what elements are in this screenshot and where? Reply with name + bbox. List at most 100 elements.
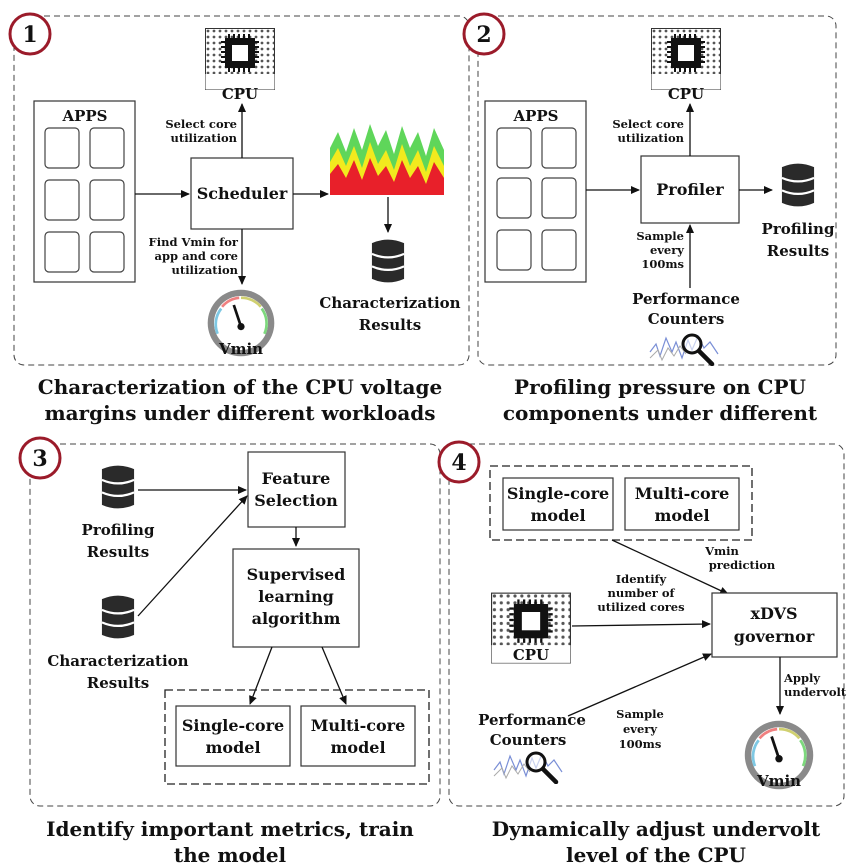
svg-text:Single-core: Single-core (182, 716, 284, 735)
panel-4-badge: 4 (437, 440, 481, 484)
feature-selection-box: Feature Selection (247, 451, 346, 528)
svg-text:utilized cores: utilized cores (597, 600, 684, 614)
single-core-model-box: Single-core model (502, 477, 614, 531)
characterization-results-label: Characterization (319, 294, 460, 312)
svg-text:components under different: components under different (503, 401, 818, 425)
svg-text:model: model (205, 738, 260, 757)
multi-core-model-box: Multi-core model (300, 705, 416, 767)
svg-text:margins under different worklo: margins under different workloads (44, 401, 435, 425)
svg-text:1: 1 (22, 22, 37, 48)
svg-text:2: 2 (476, 22, 491, 48)
svg-text:governor: governor (734, 627, 815, 646)
magnifier-icon (494, 753, 562, 782)
svg-text:model: model (654, 506, 709, 525)
svg-text:100ms: 100ms (641, 257, 684, 271)
gauge-icon: Vmin (743, 719, 815, 791)
sample-label: Sample (616, 707, 664, 721)
single-core-model-box: Single-core model (175, 705, 291, 767)
vmin-label: Vmin (756, 772, 801, 790)
apps-label: APPS (512, 107, 558, 125)
find-vmin-label: Find Vmin for (149, 235, 239, 249)
svg-text:3: 3 (32, 446, 47, 472)
panel-3: 3 Profiling Results Characterization Res… (18, 436, 441, 807)
svg-text:undervolt: undervolt (784, 685, 847, 699)
svg-text:the model: the model (174, 843, 287, 867)
svg-text:Profiler: Profiler (656, 180, 724, 199)
cpu-label: CPU (668, 85, 704, 103)
panel-3-border (29, 443, 441, 807)
svg-text:Single-core: Single-core (507, 484, 609, 503)
svg-text:app and core: app and core (155, 249, 238, 263)
panel-1-caption: Characterization of the CPU voltage (38, 375, 442, 399)
supervised-learning-box: Supervised learning algorithm (232, 548, 360, 648)
profiling-results-label: Profiling (762, 220, 835, 238)
gauge-icon: Vmin (206, 288, 276, 358)
svg-text:model: model (530, 506, 585, 525)
select-core-label: Select core (165, 117, 237, 131)
database-icon (780, 162, 816, 208)
svg-text:every: every (623, 722, 657, 736)
svg-text:Results: Results (767, 242, 829, 260)
svg-text:Counters: Counters (490, 731, 567, 749)
svg-text:Multi-core: Multi-core (635, 484, 730, 503)
svg-text:Supervised: Supervised (247, 565, 346, 584)
database-icon (100, 464, 136, 510)
cpu-chip-icon: CPU (205, 28, 275, 103)
cpu-label: CPU (513, 646, 549, 664)
characterization-results-label: Characterization (47, 652, 188, 670)
svg-text:100ms: 100ms (619, 737, 662, 751)
panel-2: 2 APPS CPU Select core utilization Profi… (462, 12, 837, 365)
svg-text:Feature: Feature (262, 469, 331, 488)
panel-1-border (13, 15, 470, 366)
xdvs-governor-box: xDVS governor (711, 592, 838, 658)
panel-1: 1 APPS CPU Select core utilization Sched… (8, 12, 470, 366)
performance-counters-label: Performance (478, 711, 586, 729)
svg-text:utilization: utilization (171, 131, 238, 145)
cpu-chip-icon: CPU (651, 28, 721, 103)
vmin-label: Vmin (218, 340, 263, 358)
vmin-prediction-label: Vmin (704, 544, 739, 558)
svg-text:Results: Results (87, 543, 149, 561)
apps-label: APPS (61, 107, 107, 125)
database-icon (370, 238, 406, 284)
svg-text:Scheduler: Scheduler (197, 184, 288, 203)
svg-text:Results: Results (87, 674, 149, 692)
apps-box: APPS (33, 100, 136, 283)
svg-text:number of: number of (608, 586, 676, 600)
select-core-label: Select core (612, 117, 684, 131)
svg-text:Selection: Selection (254, 491, 338, 510)
identify-cores-label: Identify (616, 572, 667, 586)
multi-core-model-box: Multi-core model (624, 477, 740, 531)
svg-text:Multi-core: Multi-core (311, 716, 406, 735)
cpu-label: CPU (222, 85, 258, 103)
svg-text:learning: learning (258, 587, 334, 606)
svg-text:level of the CPU: level of the CPU (566, 843, 746, 867)
area-chart-icon (330, 124, 444, 195)
svg-text:4: 4 (451, 450, 466, 476)
scheduler-box: Scheduler (190, 157, 294, 230)
panel-1-badge: 1 (8, 12, 52, 56)
models-group-border (164, 689, 430, 785)
magnifier-icon (650, 335, 718, 364)
panel-4: 4 Single-core model Multi-core model Vmi… (437, 440, 847, 807)
database-icon (100, 594, 136, 640)
panel-4-caption: Dynamically adjust undervolt (492, 817, 821, 841)
svg-text:model: model (330, 738, 385, 757)
svg-text:xDVS: xDVS (750, 604, 797, 623)
svg-text:algorithm: algorithm (252, 609, 341, 628)
profiling-results-label: Profiling (82, 521, 155, 539)
profiler-box: Profiler (640, 155, 740, 224)
svg-text:every: every (650, 243, 684, 257)
apps-box: APPS (484, 100, 587, 283)
cpu-chip-icon: CPU (491, 592, 571, 664)
panel-3-badge: 3 (18, 436, 62, 480)
svg-text:utilization: utilization (618, 131, 685, 145)
panel-2-badge: 2 (462, 12, 506, 56)
svg-text:prediction: prediction (709, 558, 776, 572)
panel-2-caption: Profiling pressure on CPU (514, 375, 806, 399)
svg-text:Counters: Counters (648, 310, 725, 328)
apply-undervolt-label: Apply (783, 671, 820, 685)
panel-4-border (448, 443, 845, 807)
sample-label: Sample (636, 229, 684, 243)
svg-text:Results: Results (359, 316, 421, 334)
